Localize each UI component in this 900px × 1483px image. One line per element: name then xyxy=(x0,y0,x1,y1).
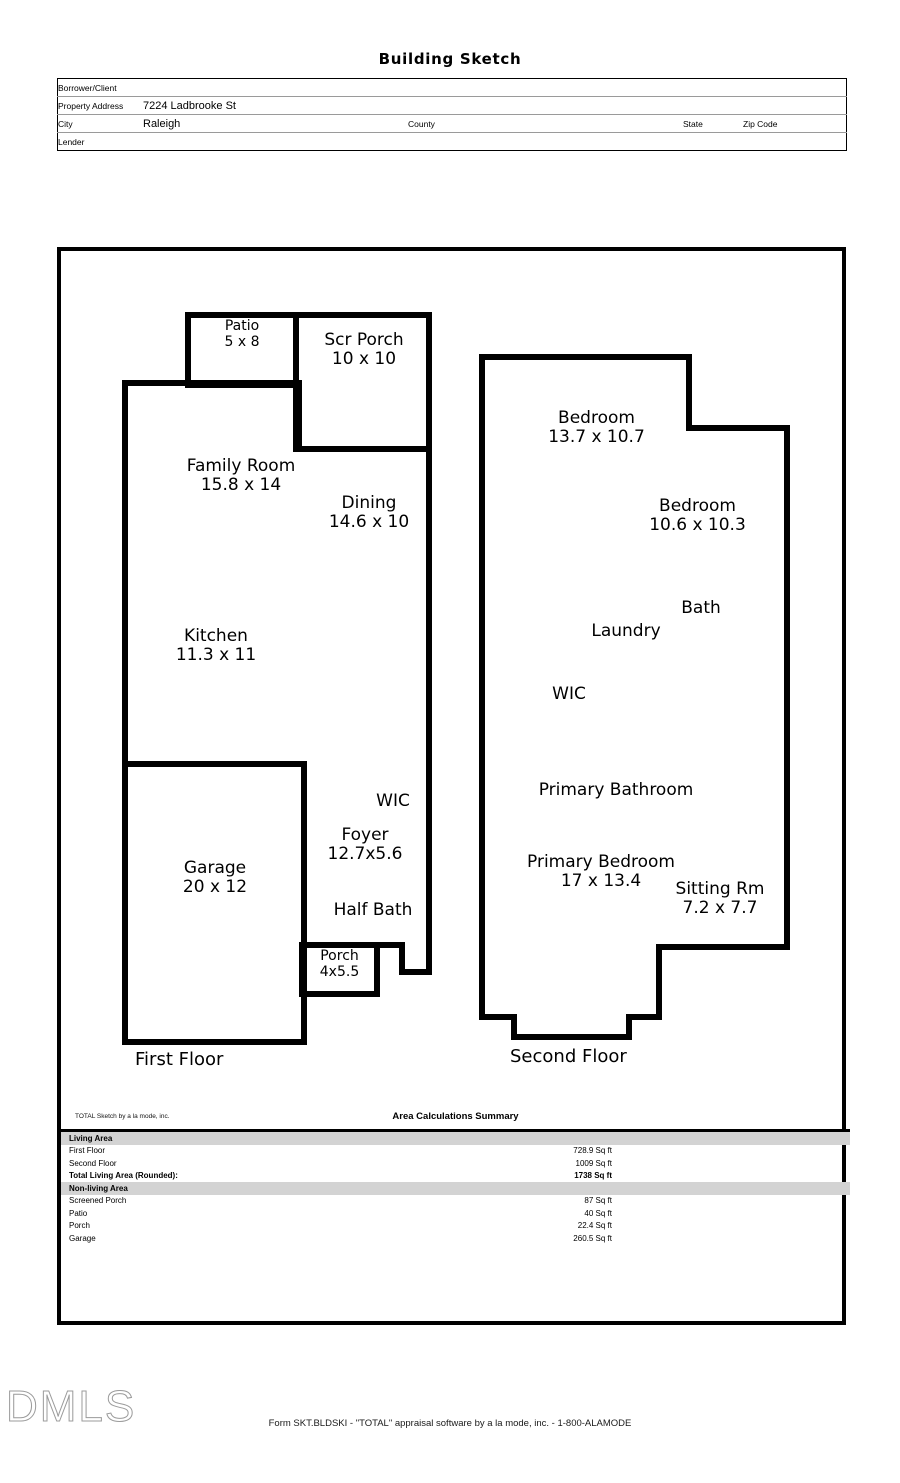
page-title: Building Sketch xyxy=(378,50,522,68)
section-heading-living-area-spacer xyxy=(492,1132,612,1145)
row-spacer-cell xyxy=(612,1157,850,1170)
row-label-second-floor: Second Floor xyxy=(69,1158,117,1168)
room-label-family-room: Family Room 15.8 x 14 xyxy=(186,456,296,496)
row-label-total-living-area: Total Living Area (Rounded): xyxy=(69,1171,178,1181)
row-spacer-cell xyxy=(612,1145,850,1158)
room-label-screened-porch: Scr Porch 10 x 10 xyxy=(324,330,404,370)
header-row-borrower: Borrower/Client xyxy=(57,78,847,97)
room-label-patio: Patio 5 x 8 xyxy=(224,318,260,350)
row-spacer-cell xyxy=(612,1220,850,1233)
first-floor-garage-outline xyxy=(122,761,307,1045)
row-value-porch: 22.4 Sq ft xyxy=(577,1221,612,1231)
room-label-bedroom-2: Bedroom 10.6 x 10.3 xyxy=(649,496,746,536)
row-label-patio: Patio xyxy=(69,1208,88,1218)
header-row-address: Property Address 7224 Ladbrooke St xyxy=(57,96,847,115)
row-value-first-floor: 728.9 Sq ft xyxy=(573,1146,612,1156)
row-value-patio: 40 Sq ft xyxy=(584,1208,612,1218)
room-label-primary-bedroom: Primary Bedroom 17 x 13.4 xyxy=(527,852,675,892)
room-label-garage: Garage 20 x 12 xyxy=(182,858,248,898)
row-spacer-cell xyxy=(612,1195,850,1208)
property-address-value[interactable]: 7224 Ladbrooke St xyxy=(143,96,847,115)
room-label-sitting-room: Sitting Rm 7.2 x 7.7 xyxy=(675,879,765,919)
row-value-total-living-area: 1738 Sq ft xyxy=(574,1171,612,1181)
room-label-primary-bathroom: Primary Bathroom xyxy=(538,780,694,800)
room-label-half-bath: Half Bath xyxy=(333,900,413,920)
row-value-screened-porch: 87 Sq ft xyxy=(584,1196,612,1206)
city-value[interactable]: Raleigh xyxy=(143,114,408,133)
property-header-table: Borrower/Client Property Address 7224 La… xyxy=(57,78,847,151)
dmls-watermark: DMLS xyxy=(5,1382,137,1432)
table-row: Living Area xyxy=(61,1132,850,1145)
section-spacer-cell xyxy=(612,1182,850,1195)
state-label: State xyxy=(683,114,743,133)
row-spacer-cell xyxy=(612,1232,850,1245)
table-row: Non-living Area xyxy=(61,1182,850,1195)
room-label-bedroom-1: Bedroom 13.7 x 10.7 xyxy=(548,408,645,448)
form-footer-note: Form SKT.BLDSKI - "TOTAL" appraisal soft… xyxy=(268,1418,632,1429)
area-calculations-table: Living Area First Floor 728.9 Sq ft Seco… xyxy=(61,1132,850,1245)
section-heading-non-living-area-spacer xyxy=(492,1182,612,1195)
row-spacer-cell xyxy=(612,1207,850,1220)
room-label-porch: Porch 4x5.5 xyxy=(319,948,360,980)
zip-code-label: Zip Code xyxy=(743,114,847,133)
section-heading-living-area: Living Area xyxy=(61,1132,492,1145)
room-label-kitchen: Kitchen 11.3 x 11 xyxy=(175,626,257,666)
row-label-garage: Garage xyxy=(69,1233,96,1243)
second-floor-caption: Second Floor xyxy=(510,1046,627,1067)
table-row: Garage 260.5 Sq ft xyxy=(61,1232,850,1245)
row-value-second-floor: 1009 Sq ft xyxy=(575,1158,612,1168)
table-row: Patio 40 Sq ft xyxy=(61,1207,850,1220)
room-label-laundry: Laundry xyxy=(591,621,661,641)
county-value[interactable] xyxy=(498,114,683,133)
borrower-value[interactable] xyxy=(143,78,847,97)
property-address-label: Property Address xyxy=(57,96,143,115)
area-summary-title: Area Calculations Summary xyxy=(392,1111,519,1122)
borrower-label: Borrower/Client xyxy=(57,78,143,97)
row-value-garage: 260.5 Sq ft xyxy=(573,1233,612,1243)
room-label-foyer: Foyer 12.7x5.6 xyxy=(327,825,403,865)
table-row: Second Floor 1009 Sq ft xyxy=(61,1157,850,1170)
county-label: County xyxy=(408,114,498,133)
section-spacer-cell xyxy=(612,1132,850,1145)
sketch-frame: Patio 5 x 8 Scr Porch 10 x 10 Family Roo… xyxy=(57,247,850,1325)
row-label-porch: Porch xyxy=(69,1221,90,1231)
table-row: Total Living Area (Rounded): 1738 Sq ft xyxy=(61,1170,850,1183)
room-label-first-floor-wic: WIC xyxy=(376,791,410,811)
lender-label: Lender xyxy=(57,132,143,151)
room-label-bath: Bath xyxy=(681,598,721,618)
room-label-dining: Dining 14.6 x 10 xyxy=(328,493,410,533)
row-spacer-cell xyxy=(612,1170,850,1183)
lender-value[interactable] xyxy=(143,132,847,151)
total-sketch-credit: TOTAL Sketch by a la mode, inc. xyxy=(75,1113,170,1120)
section-heading-non-living-area: Non-living Area xyxy=(61,1182,492,1195)
table-row: First Floor 728.9 Sq ft xyxy=(61,1145,850,1158)
room-label-second-floor-wic: WIC xyxy=(552,684,586,704)
row-label-screened-porch: Screened Porch xyxy=(69,1196,127,1206)
header-row-lender: Lender xyxy=(57,132,847,151)
row-label-first-floor: First Floor xyxy=(69,1146,105,1156)
table-row: Screened Porch 87 Sq ft xyxy=(61,1195,850,1208)
city-label: City xyxy=(57,114,143,133)
table-row: Porch 22.4 Sq ft xyxy=(61,1220,850,1233)
header-row-city: City Raleigh County State Zip Code xyxy=(57,114,847,133)
first-floor-caption: First Floor xyxy=(135,1049,224,1070)
second-floor-outline xyxy=(479,354,790,1040)
area-summary-header: TOTAL Sketch by a la mode, inc. Area Cal… xyxy=(61,1109,850,1132)
